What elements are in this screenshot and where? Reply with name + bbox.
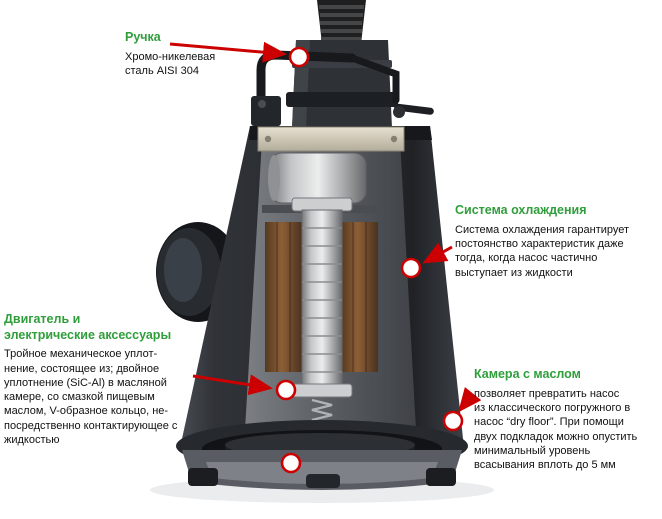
callout-handle-title: Ручка [125,30,161,44]
outlet-hose [317,0,366,44]
callout-handle: Ручка Хромо-никелевая сталь AISI 304 [125,30,275,78]
motor-interior [245,126,416,432]
marker-handle [288,46,310,68]
arrow-motor [192,374,273,396]
callout-markers [275,46,464,474]
marker-motor [275,379,297,401]
arrow-handle [169,41,287,63]
callout-oil-chamber-title: Камера с маслом [474,367,581,381]
callout-oil-chamber-body: позволяет превратить насос из классическ… [474,387,638,472]
callout-oil-chamber: Камера с маслом позволяет превратить нас… [474,367,660,472]
callout-cooling: Система охлаждения Система охлаждения га… [455,203,661,280]
callout-handle-body: Хромо-никелевая сталь AISI 304 [125,50,216,77]
callout-arrows [169,41,482,413]
marker-base [280,452,302,474]
arrow-cooling [422,242,453,264]
callout-cooling-body: Система охлаждения гарантирует постоянст… [455,223,630,279]
pump-base [176,420,468,490]
marker-cooling [400,257,422,279]
callout-cooling-title: Система охлаждения [455,203,587,217]
callout-motor: Двигатель и электрические аксессуары Тро… [4,312,202,447]
arrow-oil-chamber [458,387,482,413]
callout-motor-title: Двигатель и электрические аксессуары [4,312,172,342]
marker-oil-chamber [442,410,464,432]
callout-motor-body: Тройное механическое уплот- нение, состо… [4,348,178,447]
